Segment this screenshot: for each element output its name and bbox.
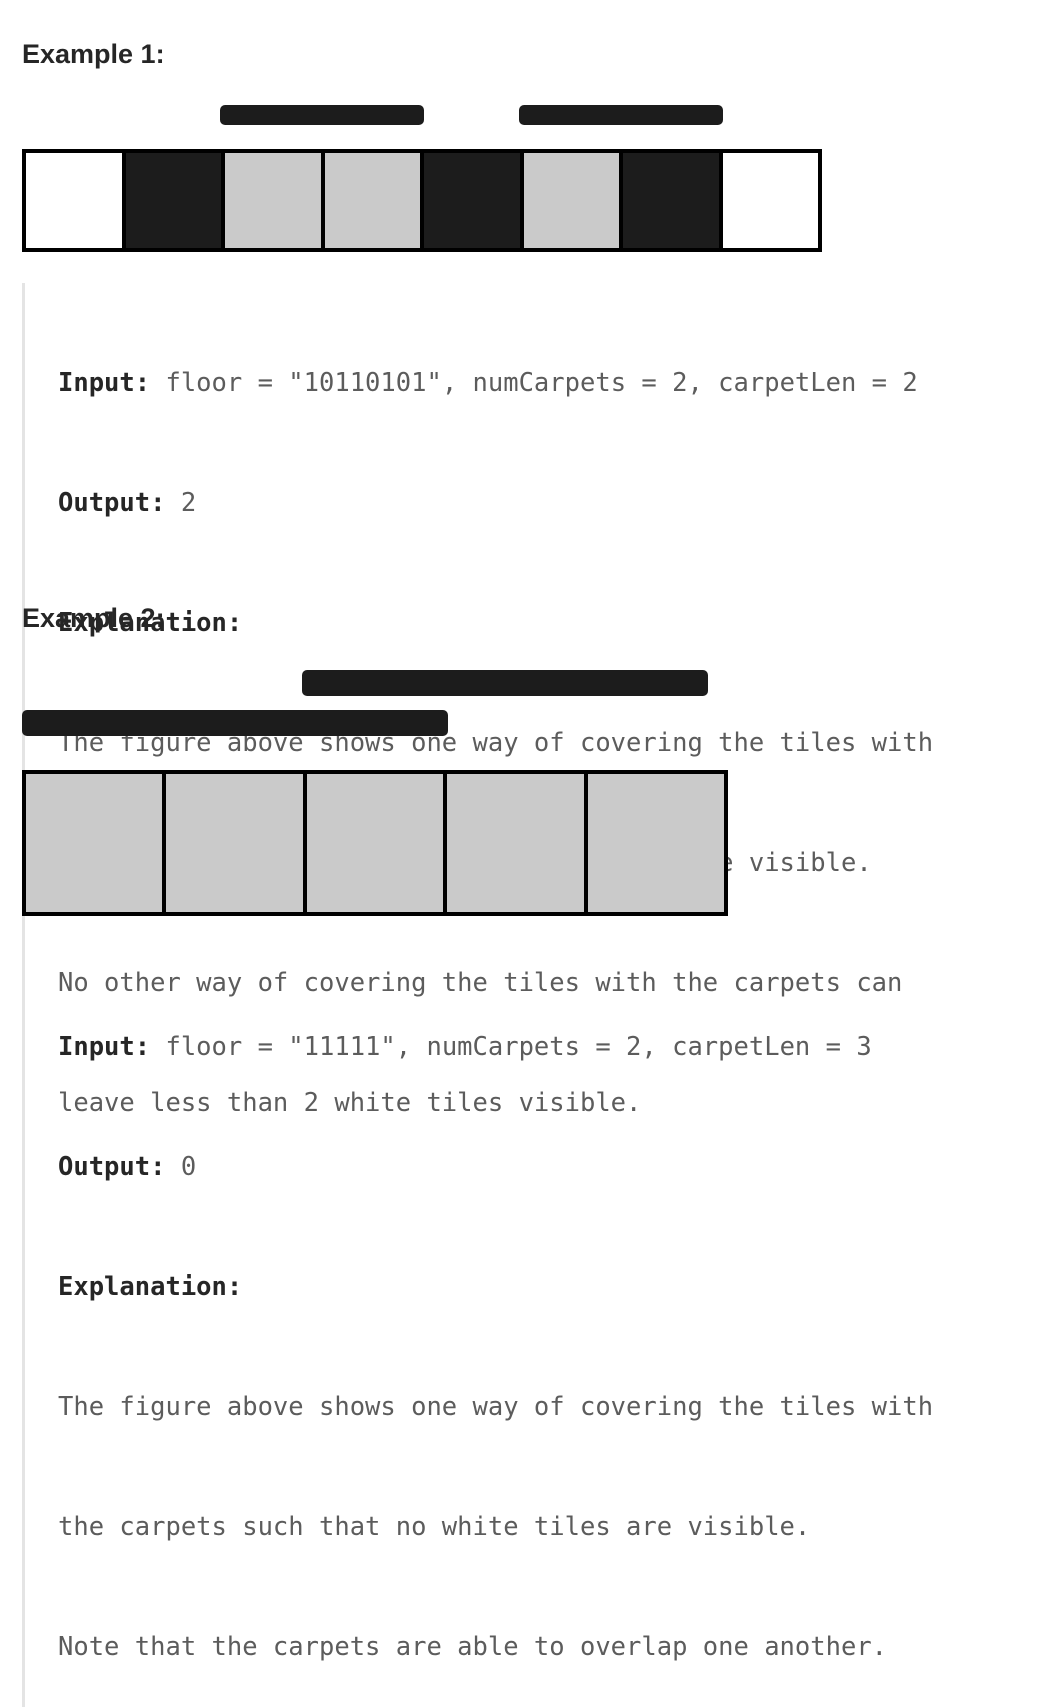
tile-gray	[166, 774, 307, 912]
tile-gray	[306, 774, 448, 912]
explanation-label: Explanation:	[58, 608, 243, 638]
tile-gray	[447, 774, 588, 912]
example-2-heading: Example 2:	[22, 603, 165, 633]
carpet	[22, 710, 448, 736]
output-value: 2	[165, 488, 197, 518]
explanation-text: Note that the carpets are able to overla…	[58, 1632, 888, 1662]
floor-tiles	[22, 149, 822, 252]
tile-gray	[26, 774, 167, 912]
input-value: floor = "11111", numCarpets = 2, carpetL…	[150, 1032, 872, 1062]
explanation-text: The figure above shows one way of coveri…	[58, 1392, 934, 1422]
tile-black	[125, 153, 225, 248]
explanation-text: leave less than 2 white tiles visible.	[58, 1088, 642, 1118]
tile-black	[424, 153, 524, 248]
carpet	[302, 670, 708, 696]
tile-black	[623, 153, 723, 248]
tile-gray	[523, 153, 623, 248]
explanation-line: Explanation:	[58, 1267, 933, 1307]
input-label: Input:	[58, 368, 151, 398]
tile-gray	[587, 774, 725, 912]
explanation-line: Explanation:	[58, 603, 933, 643]
carpet	[220, 105, 424, 125]
explanation-label: Explanation:	[58, 1272, 243, 1302]
input-line: Input: floor = "10110101", numCarpets = …	[58, 363, 933, 403]
tile-gray	[225, 153, 325, 248]
explanation-text: No other way of covering the tiles with …	[58, 968, 903, 998]
floor-tiles	[22, 770, 728, 916]
carpet	[519, 105, 723, 125]
output-line: Output: 2	[58, 483, 933, 523]
output-label: Output:	[58, 488, 166, 518]
tile-white	[26, 153, 126, 248]
input-value: floor = "10110101", numCarpets = 2, carp…	[150, 368, 918, 398]
example-1-heading: Example 1:	[22, 39, 165, 69]
output-label: Output:	[58, 1152, 166, 1182]
input-line: Input: floor = "11111", numCarpets = 2, …	[58, 1027, 933, 1067]
output-value: 0	[165, 1152, 197, 1182]
explanation-text: the carpets such that no white tiles are…	[58, 1512, 811, 1542]
input-label: Input:	[58, 1032, 151, 1062]
tile-gray	[324, 153, 424, 248]
example-2-details: Input: floor = "11111", numCarpets = 2, …	[22, 947, 933, 1707]
output-line: Output: 0	[58, 1147, 933, 1187]
tile-white	[722, 153, 818, 248]
